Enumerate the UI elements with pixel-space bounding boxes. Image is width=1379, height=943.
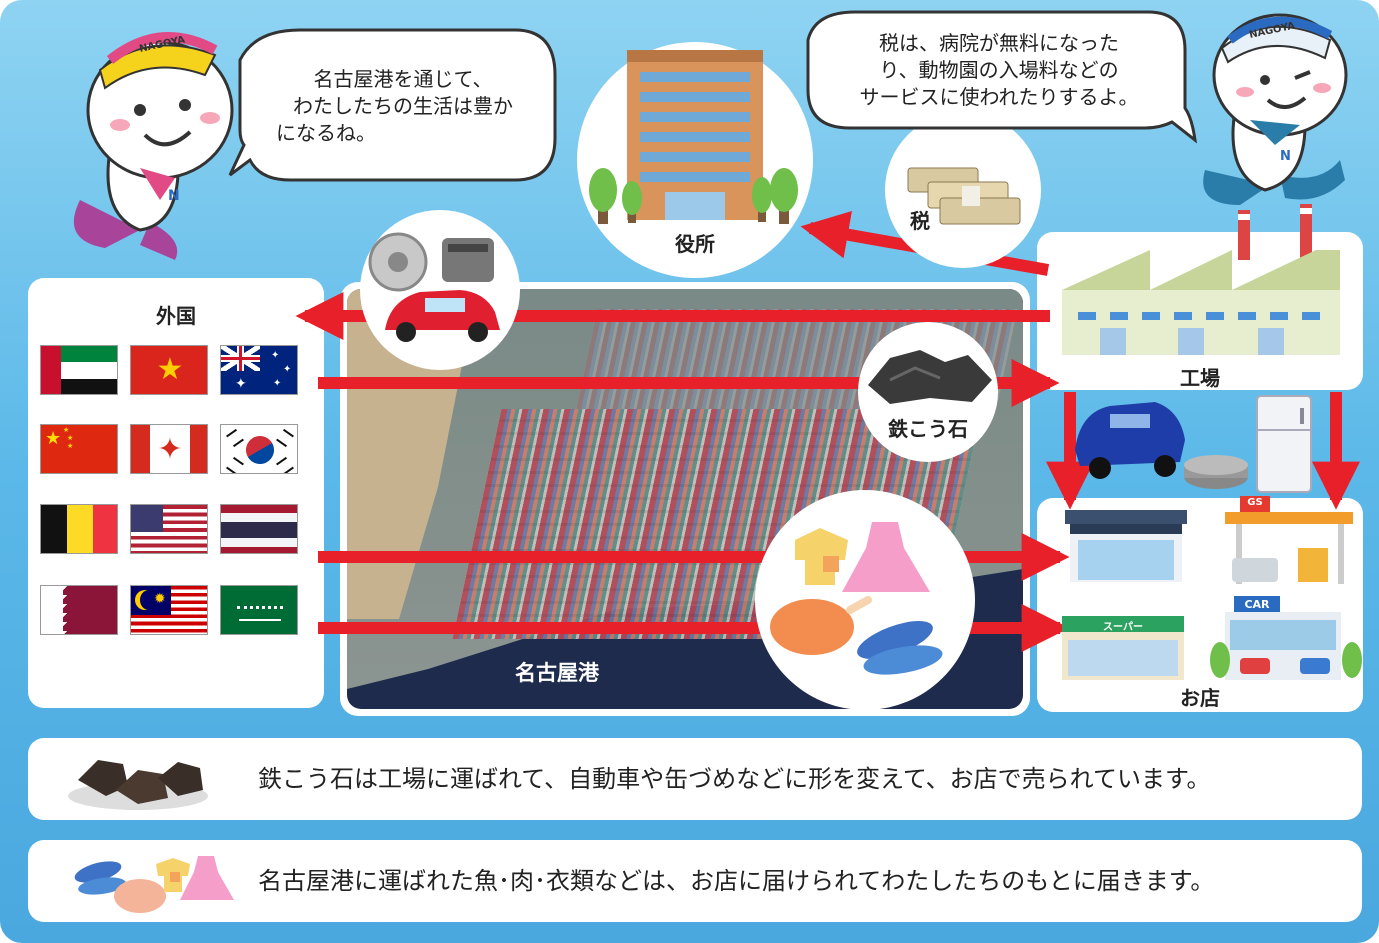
car-dealer <box>1210 596 1362 680</box>
iron-ore-label: 鉄こう石 <box>888 417 968 441</box>
speech-bubble-left <box>228 28 557 182</box>
gas-station <box>1225 496 1353 584</box>
products <box>1075 395 1312 493</box>
flag-korea <box>220 424 298 474</box>
mascot-left-badge: N <box>168 188 180 204</box>
flag-usa <box>130 504 208 554</box>
flag-qatar <box>40 585 118 635</box>
export-goods <box>360 210 520 370</box>
speech-bubble-right <box>806 10 1197 144</box>
speech-right-line: 税は、病院が無料になった <box>879 31 1119 55</box>
import-goods-icon <box>74 856 234 913</box>
factory-label: 工場 <box>1180 366 1220 390</box>
flag-belgium <box>40 504 118 554</box>
import-goods <box>755 490 975 710</box>
flag-canada: ✦ <box>130 424 208 474</box>
flag-saudi <box>220 585 298 635</box>
flag-uae <box>40 345 118 395</box>
speech-right-line: り、動物園の入場料などの <box>879 58 1119 82</box>
flag-china: ★ ★ ★ ★ <box>40 424 118 474</box>
flag-australia: ✦ ✦ ✦ ✦ <box>220 345 298 395</box>
footer-note-1-text: 鉄こう石は工場に運ばれて、自動車や缶づめなどに形を変えて、お店で売られています。 <box>258 765 1211 793</box>
speech-left-line: わたしたちの生活は豊か <box>293 94 513 118</box>
mascot-right-badge: N <box>1280 149 1291 164</box>
speech-left-line: 名古屋港を通じて、 <box>313 67 493 91</box>
iron-ore-circle <box>858 322 998 462</box>
city-hall <box>577 42 813 278</box>
footer-note-2: 名古屋港に運ばれた魚･肉･衣類などは、お店に届けられてわたしたちのもとに届きます… <box>28 840 1362 922</box>
speech-left-text: 名古屋港を通じて、 わたしたちの生活は豊か になるね。 <box>258 66 548 147</box>
gas-sign: GS <box>1247 497 1263 508</box>
factory-illustration <box>1062 204 1340 355</box>
tax-label: 税 <box>910 209 930 233</box>
flag-malaysia: ✹ <box>130 585 208 635</box>
port-label: 名古屋港 <box>515 661 599 685</box>
city-hall-label: 役所 <box>675 232 715 256</box>
flag-vietnam: ★ <box>130 345 208 395</box>
convenience-store <box>1065 510 1187 582</box>
foreign-label: 外国 <box>156 304 196 328</box>
iron-ore-icon <box>68 760 208 810</box>
speech-right-line: サービスに使われたりするよ。 <box>859 85 1139 109</box>
footer-note-2-text: 名古屋港に運ばれた魚･肉･衣類などは、お店に届けられてわたしたちのもとに届きます… <box>258 867 1215 895</box>
mascot-left: N NAGOYA <box>73 32 234 260</box>
speech-left-line: になるね。 <box>276 121 376 145</box>
car-sign: CAR <box>1244 598 1270 611</box>
supermarket <box>1062 616 1184 680</box>
supermarket-sign: スーパー <box>1103 622 1143 633</box>
shops-label: お店 <box>1180 686 1220 710</box>
mascot-right: N NAGOYA <box>1203 13 1348 205</box>
footer-note-1: 鉄こう石は工場に運ばれて、自動車や缶づめなどに形を変えて、お店で売られています。 <box>28 738 1362 820</box>
speech-right-text: 税は、病院が無料になった り、動物園の入場料などの サービスに使われたりするよ。 <box>818 30 1180 111</box>
flag-thailand <box>220 504 298 554</box>
tax-money <box>885 112 1041 268</box>
